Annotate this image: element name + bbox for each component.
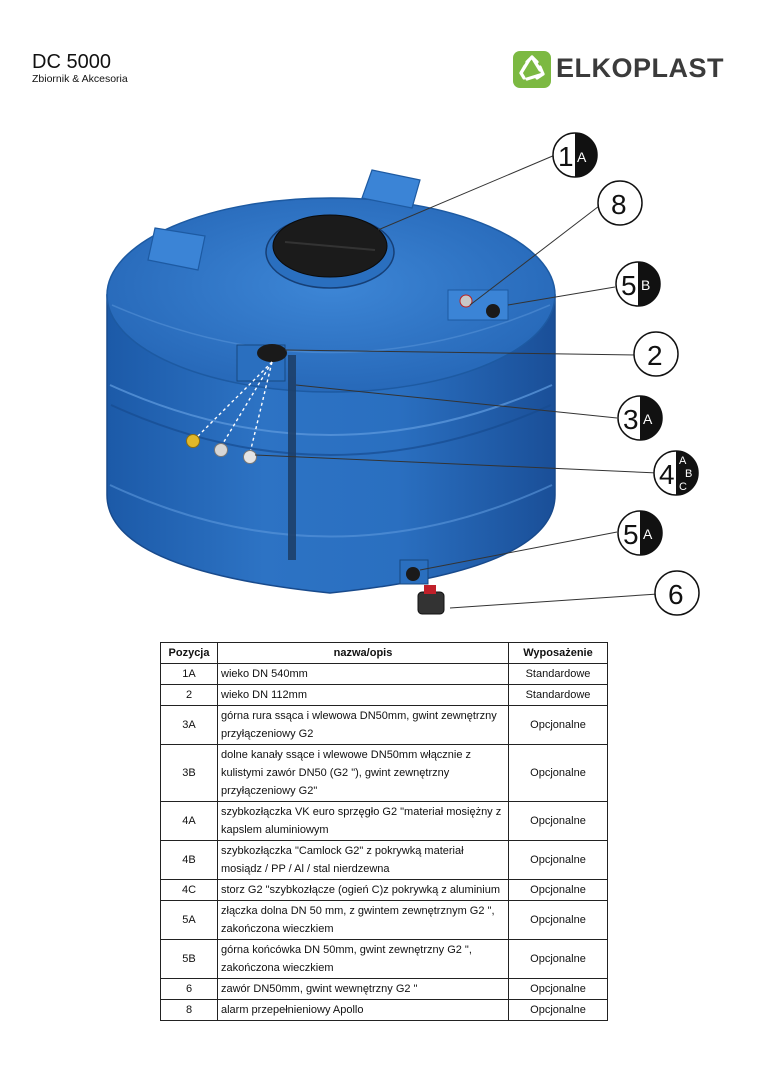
callout-number: 6 — [668, 579, 684, 610]
coupling-4a — [186, 434, 200, 448]
position-cell: 2 — [160, 684, 218, 706]
callout-number: 5 — [621, 270, 637, 301]
callout-number: 2 — [647, 340, 663, 371]
equipment-cell: Opcjonalne — [508, 705, 608, 745]
callout-5B: 5 B — [615, 261, 661, 307]
callout-number: 3 — [623, 404, 639, 435]
equipment-cell: Opcjonalne — [508, 978, 608, 1000]
column-header: nazwa/opis — [217, 642, 509, 664]
position-cell: 4A — [160, 801, 218, 841]
table-header-row: Pozycja nazwa/opis Wyposażenie — [160, 642, 608, 664]
callout-number: 5 — [623, 519, 639, 550]
callout-number: 8 — [611, 189, 627, 220]
top-fitting-5b — [486, 304, 500, 318]
callout-letter: A — [643, 411, 653, 427]
description-cell: górna końcówka DN 50mm, gwint zewnętrzny… — [217, 939, 509, 979]
callout-8: 8 — [597, 180, 643, 226]
callout-letter: A — [679, 455, 687, 467]
callout-letter: A — [643, 526, 653, 542]
callout-letter: B — [641, 277, 650, 293]
description-cell: alarm przepełnieniowy Apollo — [217, 999, 509, 1021]
recycle-icon — [513, 51, 551, 88]
document-subtitle: Zbiornik & Akcesoria — [32, 73, 128, 85]
description-cell: zawór DN50mm, gwint wewnętrzny G2 " — [217, 978, 509, 1000]
description-cell: górna rura ssąca i wlewowa DN50mm, gwint… — [217, 705, 509, 745]
equipment-cell: Opcjonalne — [508, 801, 608, 841]
callout-6: 6 — [654, 570, 700, 616]
callout-5A: 5 A — [617, 510, 663, 556]
coupling-4c — [243, 450, 257, 464]
equipment-cell: Opcjonalne — [508, 744, 608, 802]
position-cell: 5A — [160, 900, 218, 940]
callout-letter: C — [679, 481, 687, 493]
description-cell: wieko DN 112mm — [217, 684, 509, 706]
equipment-cell: Opcjonalne — [508, 840, 608, 880]
description-cell: szybkozłączka "Camlock G2" z pokrywką ma… — [217, 840, 509, 880]
coupling-4b — [214, 443, 228, 457]
equipment-cell: Standardowe — [508, 684, 608, 706]
description-cell: wieko DN 540mm — [217, 663, 509, 685]
callout-letter: A — [577, 149, 587, 165]
overflow-alarm — [459, 294, 473, 308]
position-cell: 3A — [160, 705, 218, 745]
description-cell: szybkozłączka VK euro sprzęgło G2 "mater… — [217, 801, 509, 841]
description-cell: dolne kanały ssące i wlewowe DN50mm włąc… — [217, 744, 509, 802]
callout-number: 4 — [659, 459, 675, 490]
brand-name: ELKOPLAST — [556, 53, 725, 83]
suction-pipe — [288, 355, 296, 560]
tank-top — [106, 197, 556, 393]
tank-diagram: 1 A 8 5 B 2 3 A 4 A B C 5 A 6 — [106, 132, 700, 616]
equipment-cell: Opcjonalne — [508, 939, 608, 979]
callout-3A: 3 A — [617, 395, 663, 441]
column-header: Pozycja — [160, 642, 218, 664]
bottom-fitting-5a — [406, 567, 420, 581]
position-cell: 5B — [160, 939, 218, 979]
callout-4ABC: 4 A B C — [653, 450, 699, 496]
position-cell: 4B — [160, 840, 218, 880]
equipment-cell: Opcjonalne — [508, 879, 608, 901]
position-cell: 1A — [160, 663, 218, 685]
position-cell: 4C — [160, 879, 218, 901]
lifting-lug-right — [361, 169, 421, 209]
brand-logo: ELKOPLAST — [513, 51, 724, 89]
callout-letter: B — [685, 468, 692, 480]
equipment-cell: Opcjonalne — [508, 999, 608, 1021]
table-row: 4C storz G2 "szybkozłącze (ogień C)z pok… — [160, 879, 608, 901]
position-cell: 8 — [160, 999, 218, 1021]
callout-number: 1 — [558, 141, 574, 172]
equipment-cell: Standardowe — [508, 663, 608, 685]
lifting-lug-left — [147, 227, 206, 271]
description-cell: złączka dolna DN 50 mm, z gwintem zewnęt… — [217, 900, 509, 940]
position-cell: 6 — [160, 978, 218, 1000]
position-cell: 3B — [160, 744, 218, 802]
column-header: Wyposażenie — [508, 642, 608, 664]
callout-1A: 1 A — [552, 132, 598, 178]
description-cell: storz G2 "szybkozłącze (ogień C)z pokryw… — [217, 879, 509, 901]
equipment-cell: Opcjonalne — [508, 900, 608, 940]
document-title: DC 5000 — [32, 51, 111, 73]
ball-valve — [417, 591, 445, 615]
callout-2: 2 — [633, 331, 679, 377]
